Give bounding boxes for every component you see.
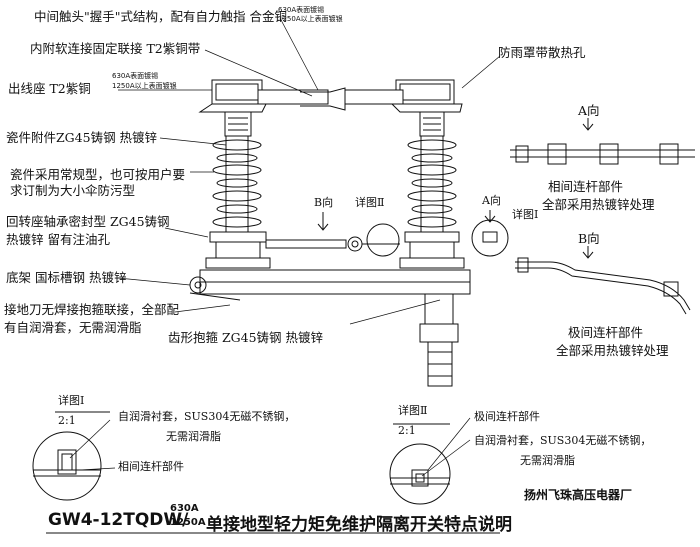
label-rotating-seat-1: 回转座轴承密封型 ZG45铸钢: [6, 214, 170, 229]
label-view-a-top: A向: [578, 103, 600, 118]
label-contact-plating-630: 630A表面镀锡: [278, 6, 325, 14]
label-base: 底架 国标槽钢 热镀锌: [6, 270, 127, 285]
label-detail-i-title: 详图Ⅰ: [58, 394, 85, 407]
label-insulator-fitting: 瓷件附件ZG45铸钢 热镀锌: [6, 130, 158, 145]
label-outlet-plating-1250: 1250A以上表面镀银: [112, 82, 177, 90]
left-pole: [198, 79, 346, 269]
pole-link-rod: [265, 236, 400, 252]
label-phase-rod-1: 相间连杆部件: [548, 179, 624, 194]
earth-mechanism: [419, 293, 459, 387]
label-rain-cover: 防雨罩带散热孔: [498, 45, 586, 60]
label-detail-i-bush-2: 无需润滑脂: [166, 430, 221, 443]
label-pole-rod-1: 极间连杆部件: [568, 325, 644, 340]
pole-rod-view: [515, 246, 691, 315]
detail-i-marker: [471, 219, 509, 257]
label-earth-switch-1: 接地刀无焊接抱箍联接，全部配: [4, 302, 180, 317]
base-frame: [189, 269, 471, 301]
phase-rod-view: [510, 118, 695, 165]
label-detail-i-bush-1: 自润滑衬套，SUS304无磁不锈钢，: [118, 410, 296, 423]
label-detail-ii-title: 详图Ⅱ: [398, 404, 428, 417]
label-view-b-center: B向: [314, 196, 334, 209]
label-contact-structure: 中间触头"握手"式结构，配有自力触指 合金铜: [34, 9, 287, 24]
title-model: GW4-12TQDW/: [48, 510, 189, 530]
title-rating-bottom: 1250A: [170, 517, 206, 528]
label-detail-ii-bush-1: 自润滑衬套，SUS304无磁不锈钢，: [474, 434, 652, 447]
label-detail-i-center: 详图Ⅰ: [512, 208, 539, 221]
label-detail-ii-bush-2: 无需润滑脂: [520, 454, 575, 467]
label-soft-connection: 内附软连接固定联接 T2紫铜带: [30, 41, 201, 56]
title-description: 单接地型轻力矩免维护隔离开关特点说明: [206, 515, 512, 535]
label-rotating-seat-2: 热镀锌 留有注油孔: [6, 232, 110, 247]
label-view-b-right: B向: [578, 231, 600, 246]
label-phase-rod-2: 全部采用热镀锌处理: [542, 197, 655, 212]
label-outlet-seat: 出线座 T2紫铜: [8, 81, 91, 96]
label-view-a-center: A向: [482, 194, 501, 207]
label-detail-i-scale: 2:1: [58, 414, 76, 427]
label-outlet-plating-630: 630A表面镀锡: [112, 72, 159, 80]
title-rating-top: 630A: [170, 503, 199, 514]
label-pole-rod-2: 全部采用热镀锌处理: [556, 343, 669, 358]
label-gear-clamp: 齿形抱箍 ZG45铸钢 热镀锌: [168, 330, 324, 345]
label-contact-plating-1250: 1250A以上表面镀银: [278, 15, 343, 23]
detail-ii-marker: [366, 223, 400, 257]
label-detail-ii-scale: 2:1: [398, 424, 416, 437]
company-name: 扬州飞珠高压电器厂: [524, 488, 633, 502]
label-earth-switch-2: 有自润滑套，无需润滑脂: [4, 320, 142, 335]
label-insulator-type-1: 瓷件采用常规型，也可按用户要: [10, 167, 186, 182]
detail-ii-drawing: [389, 423, 451, 505]
right-pole: [344, 79, 465, 269]
label-detail-ii-center: 详图Ⅱ: [355, 196, 385, 209]
leader-lines: [69, 17, 501, 477]
detail-i-drawing: [32, 411, 110, 501]
label-insulator-type-2: 求订制为大小伞防污型: [10, 183, 136, 198]
label-detail-ii-part: 极间连杆部件: [474, 410, 540, 423]
label-detail-i-part: 相间连杆部件: [118, 460, 184, 473]
